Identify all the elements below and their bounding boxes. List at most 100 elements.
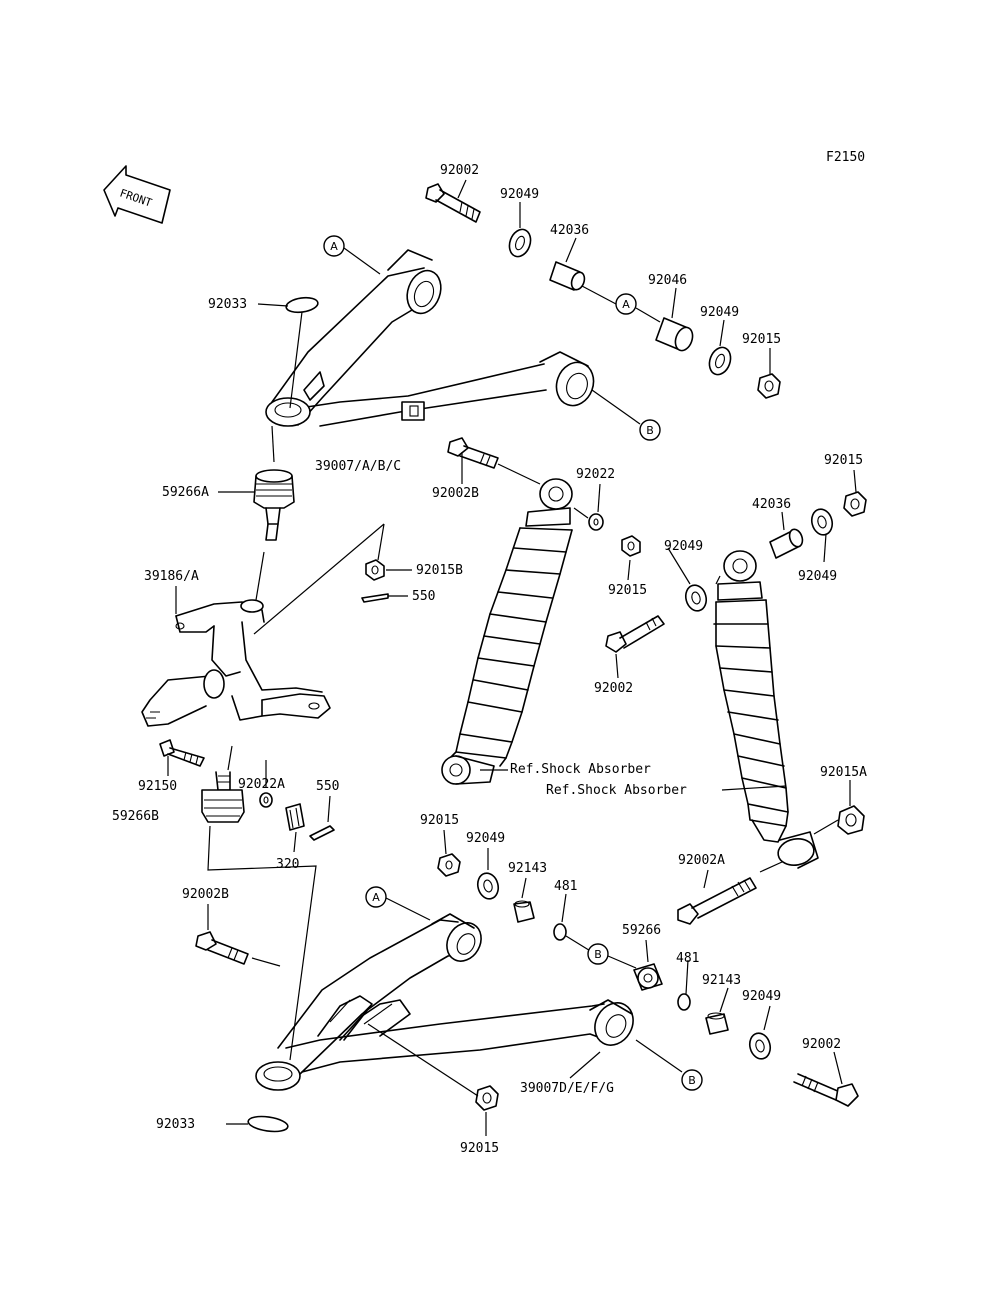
bolt-92002-center [605,615,665,653]
part-label-92002-lowright: 92002 [802,1037,841,1052]
callout-a-lower-label: A [372,891,380,904]
part-label-92022a: 92022A [238,777,285,792]
washer-92049-mid [708,346,732,376]
part-label-550-top: 550 [412,589,435,604]
callout-b-upper-label: B [646,424,654,437]
washer-92049-rightA [684,584,708,612]
part-label-92033-top: 92033 [208,297,247,312]
nut-92015A [837,805,865,835]
cotter-pin-550-top [361,593,389,603]
steering-knuckle-39186 [141,599,331,727]
part-label-92143-low: 92143 [508,861,547,876]
nut-92015-bottom [475,1085,499,1111]
part-label-92002b-low: 92002B [182,887,229,902]
part-label-92015-low: 92015 [420,813,459,828]
nut-92015B [365,559,385,581]
washer-92049-lowright [748,1032,772,1060]
bushing-92046 [655,317,694,352]
washer-92049-top [508,228,532,258]
callout-a-upper: A [323,235,345,257]
callout-b-upper: B [639,419,661,441]
washer-92022A [259,792,273,808]
part-label-92002a: 92002A [678,853,725,868]
part-label-92022: 92022 [576,467,615,482]
circlip-92033-bottom [247,1115,289,1133]
nut-92015-low [437,853,461,877]
shock-absorber-center [441,478,573,785]
part-labels: 92002 92049 42036 92046 92049 92015 9203… [112,163,867,1156]
part-label-92049-lowright: 92049 [742,989,781,1004]
callout-b-lower-label: B [688,1074,696,1087]
bushing-92143-right [705,1012,729,1035]
callout-b-mid: B [587,943,609,965]
part-label-39186a: 39186/A [144,569,199,584]
ball-joint-59266A [253,469,295,541]
bushing-92143-low [513,900,535,923]
castle-nut-320 [285,803,305,831]
shock-absorber-right [713,550,819,869]
part-label-92046: 92046 [648,273,687,288]
washer-92049-low [476,872,500,900]
part-label-550-bottom: 550 [316,779,339,794]
nut-92015-right [843,491,867,517]
ball-joint-59266B [201,771,245,823]
part-label-92002b-top: 92002B [432,486,479,501]
part-label-92015-center: 92015 [608,583,647,598]
leader-lines [167,179,857,1136]
callout-a-mid: A [615,293,637,315]
callout-b-mid-label: B [594,948,602,961]
front-arrow-icon: FRONT [103,165,171,224]
part-label-481-right: 481 [676,951,699,966]
part-label-42036-top: 42036 [550,223,589,238]
part-label-59266: 59266 [622,923,661,938]
part-label-92002-center: 92002 [594,681,633,696]
part-label-92015-bottom: 92015 [460,1141,499,1156]
part-label-39007-defg: 39007D/E/F/G [520,1081,614,1096]
part-label-59266b: 59266B [112,809,159,824]
bolt-92002A [677,877,757,925]
nut-92015-center [621,535,641,557]
callout-a-upper-label: A [330,240,338,253]
circlip-481-right [677,993,691,1011]
part-label-ref-shock-2: Ref.Shock Absorber [546,783,687,798]
part-label-ref-shock-1: Ref.Shock Absorber [510,762,651,777]
part-label-92015-mid: 92015 [742,332,781,347]
washer-92049-rightB [810,508,834,536]
part-label-92049-rightB: 92049 [798,569,837,584]
circlip-92033-top [285,296,319,314]
bushing-59266 [633,963,663,991]
bolt-92150 [159,739,205,767]
bolt-92002-top [425,183,481,223]
part-label-92049-low: 92049 [466,831,505,846]
part-label-92143-right: 92143 [702,973,741,988]
part-label-92015-right: 92015 [824,453,863,468]
part-label-92033-bottom: 92033 [156,1117,195,1132]
callout-a-mid-label: A [622,298,630,311]
callout-a-lower: A [365,886,387,908]
part-label-320: 320 [276,857,299,872]
part-label-92049-mid: 92049 [700,305,739,320]
circlip-481-low [553,923,567,941]
part-label-59266a: 59266A [162,485,209,500]
callout-b-lower: B [681,1069,703,1091]
part-label-42036-right: 42036 [752,497,791,512]
part-label-92015b: 92015B [416,563,463,578]
part-label-39007-abc: 39007/A/B/C [315,459,401,474]
part-label-92002-top: 92002 [440,163,479,178]
collar-42036-right [769,528,804,559]
bolt-92002B-top [447,437,499,469]
part-label-481-low: 481 [554,879,577,894]
part-label-92015a: 92015A [820,765,867,780]
cotter-pin-550-bottom [309,825,335,841]
bolt-92002-lowright [793,1073,859,1107]
washer-92022 [588,513,604,531]
lower-a-arm [255,913,634,1091]
upper-a-arm [265,249,595,427]
bolt-92002B-bottom [195,931,249,965]
part-label-92150: 92150 [138,779,177,794]
collar-42036-top [549,261,586,291]
part-label-92049-rightA: 92049 [664,539,703,554]
figure-code: F2150 [826,150,865,165]
part-label-92049-top: 92049 [500,187,539,202]
